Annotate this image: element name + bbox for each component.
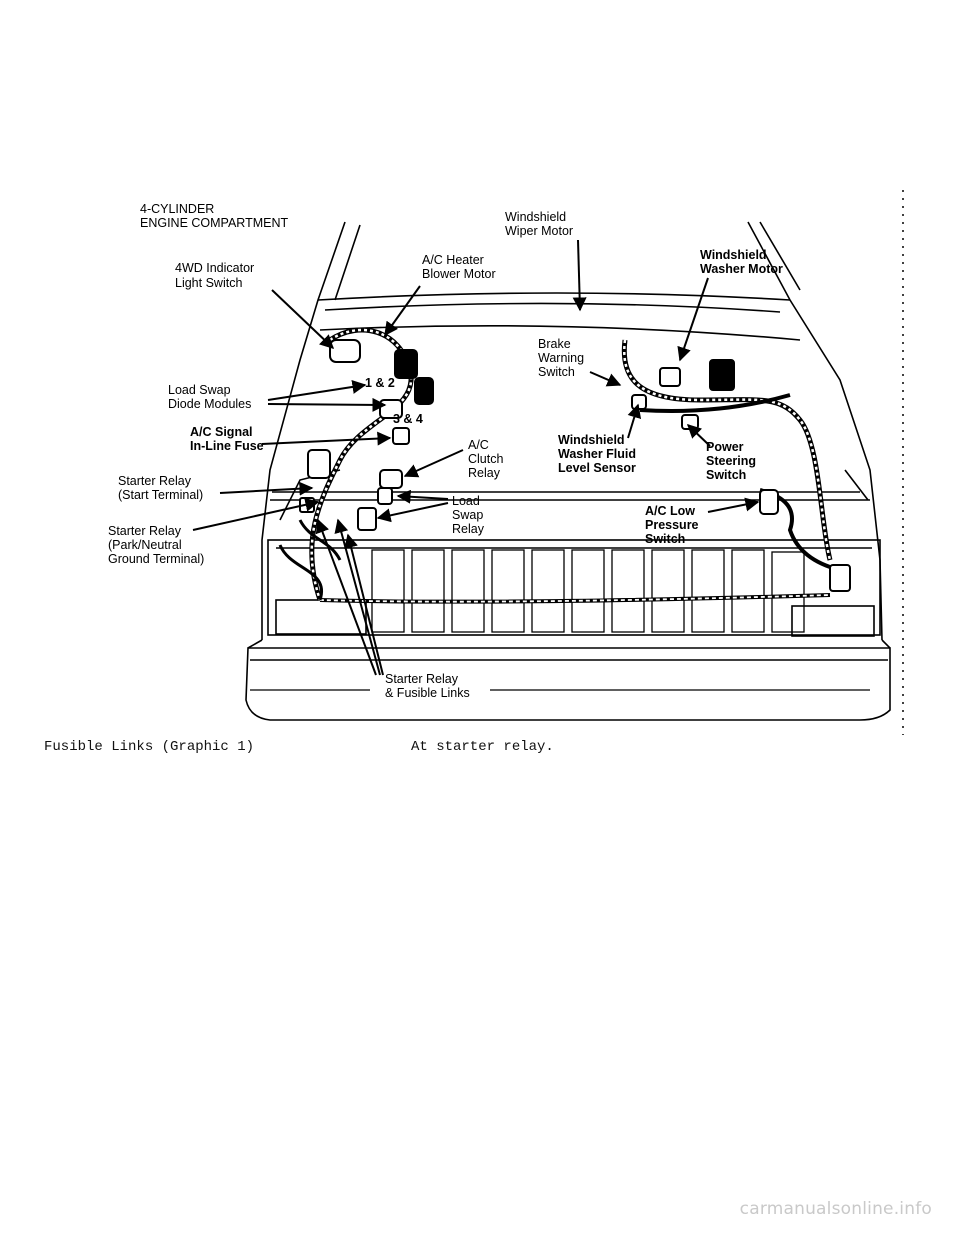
label-load-swap-relay: Load Swap Relay: [452, 494, 487, 536]
watermark: carmanualsonline.info: [739, 1199, 932, 1219]
label-signal-fuse: A/C Signal In-Line Fuse: [190, 425, 264, 453]
label-clutch-relay: A/C Clutch Relay: [468, 438, 507, 480]
wiring-harness: [278, 327, 841, 604]
label-diode-modules: Load Swap Diode Modules: [168, 383, 251, 411]
label-fluid-sensor: Windshield Washer Fluid Level Sensor: [558, 433, 640, 475]
label-diode-3-4: 3 & 4: [393, 412, 423, 426]
label-brake-switch: Brake Warning Switch: [538, 337, 588, 379]
vehicle-outline: [245, 221, 891, 721]
label-blower-motor: A/C Heater Blower Motor: [422, 253, 496, 281]
label-washer-motor: Windshield Washer Motor: [700, 248, 783, 276]
diagram-title: 4-CYLINDER ENGINE COMPARTMENT: [140, 202, 289, 230]
label-power-steering: Power Steering Switch: [706, 440, 760, 482]
label-wiper-motor: Windshield Wiper Motor: [505, 210, 573, 238]
label-starter-park: Starter Relay (Park/Neutral Ground Termi…: [108, 524, 204, 566]
figure-caption: Fusible Links (Graphic 1): [44, 739, 255, 755]
label-starter-start: Starter Relay (Start Terminal): [118, 474, 203, 502]
wiring-diagram: 4-CYLINDER ENGINE COMPARTMENT Windshield…: [108, 190, 904, 735]
leader-lines: [192, 239, 870, 691]
label-diode-1-2: 1 & 2: [365, 376, 395, 390]
label-indicator-switch: 4WD Indicator Light Switch: [175, 261, 258, 290]
figure-note: At starter relay.: [411, 739, 554, 755]
label-ac-low-pressure: A/C Low Pressure Switch: [645, 504, 702, 546]
label-fusible-links: Starter Relay & Fusible Links: [385, 672, 470, 700]
